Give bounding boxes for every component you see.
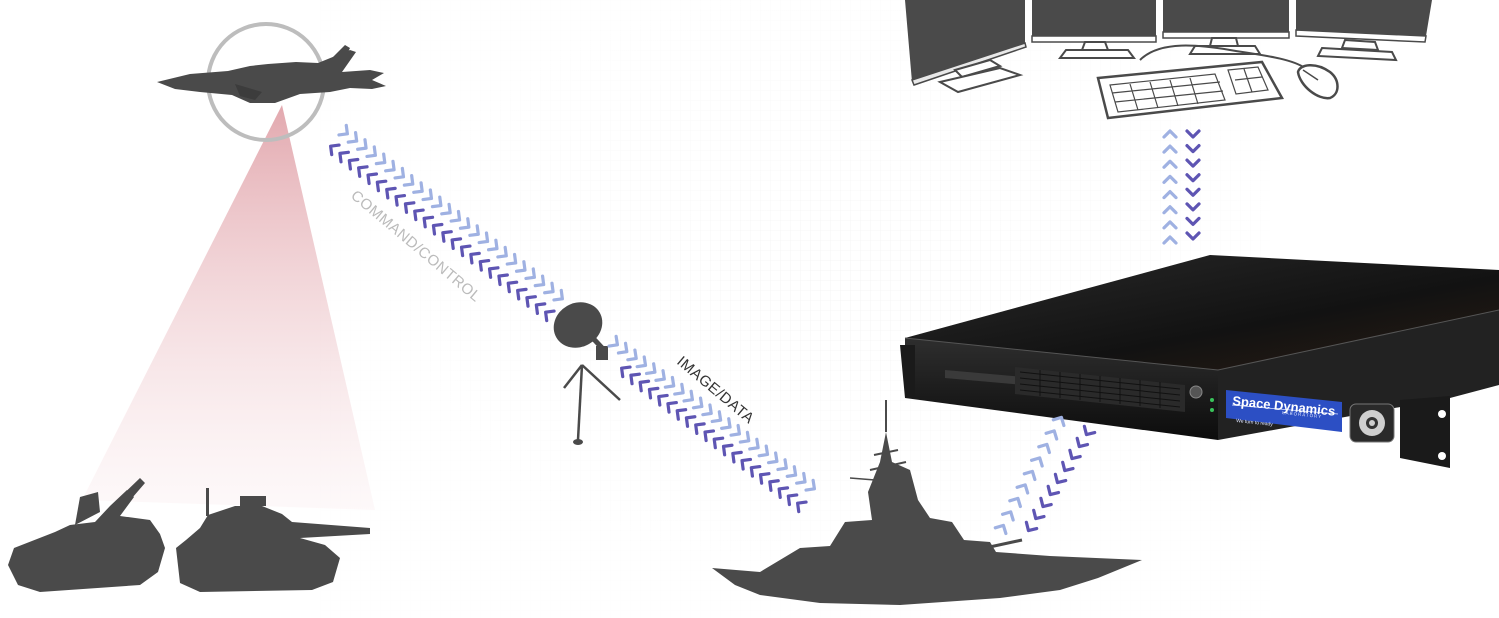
system-diagram: Space Dynamics LABORATORY We turn to rea… — [0, 0, 1499, 618]
diagram-stage: Space Dynamics LABORATORY We turn to rea… — [0, 0, 1499, 618]
